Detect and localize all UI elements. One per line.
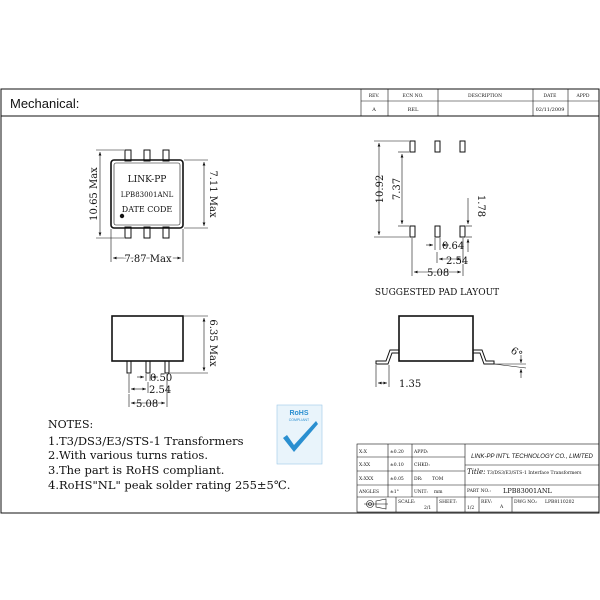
dim-side-height: 6.35 Max — [207, 319, 218, 367]
rev-value: A — [499, 504, 504, 510]
marking-line-1: LINK-PP — [128, 175, 167, 185]
dim-side-pitch: 2.54 — [149, 385, 171, 396]
section-title: Mechanical: — [10, 96, 79, 111]
dim-foot-length: 1.35 — [399, 379, 421, 390]
angles-value: ±1° — [390, 489, 399, 495]
tol-xxx-label: X:XXX — [359, 476, 374, 482]
tol-xx-label: X:XX — [359, 462, 371, 468]
dim-overall-height: 10.65 Max — [89, 167, 100, 221]
end-view: 1.35 6° — [375, 315, 527, 390]
dim-side-lead-width: 0.50 — [150, 373, 172, 384]
rev-label: REV: — [481, 499, 492, 505]
dim-pad-inner: 7.37 — [392, 178, 403, 200]
rohs-badge-line1: RoHS — [289, 410, 308, 417]
dim-width: 7.87 Max — [124, 254, 172, 265]
note-2: 2.With various turns ratios. — [48, 448, 208, 462]
rev-col-rev: REV. — [369, 93, 380, 99]
dim-pad-length: 1.78 — [475, 195, 486, 217]
note-1: 1.T3/DS3/E3/STS-1 Transformers — [48, 434, 244, 448]
side-view: 6.35 Max 0.50 2.54 5.08 — [111, 315, 218, 410]
pad-layout: 10.92 7.37 1.78 0.64 2.54 5.08 SUGGESTED… — [374, 140, 499, 298]
sheet-label: SHEET: — [439, 499, 457, 505]
pad-layout-caption: SUGGESTED PAD LAYOUT — [375, 288, 499, 298]
title-block: X:X ±0.20 X:XX ±0.10 X:XXX ±0.05 ANGLES … — [356, 443, 600, 513]
notes: NOTES: 1.T3/DS3/E3/STS-1 Transformers 2.… — [48, 418, 290, 492]
part-no-label: PART NO.: — [467, 488, 491, 494]
tol-xxx-value: ±0.05 — [390, 476, 404, 482]
dim-pad-span: 5.08 — [427, 268, 449, 279]
marking-line-3: DATE CODE — [122, 205, 173, 214]
chkd-label: CHKD: — [414, 462, 430, 468]
dim-body-height: 7.11 Max — [207, 170, 218, 218]
appd-label: APPD: — [413, 449, 429, 455]
dr-label: DR: — [414, 476, 423, 482]
rohs-badge-line2: COMPLIANT — [289, 418, 310, 422]
note-3: 3.The part is RoHS compliant. — [48, 463, 224, 477]
check-icon — [283, 421, 318, 452]
unit-label: UNIT: — [414, 489, 428, 495]
rev-row-ecn: REL — [408, 107, 419, 113]
pin1-dot — [119, 213, 125, 219]
tol-xx-value: ±0.10 — [390, 462, 404, 468]
revision-table: REV. ECN NO. DESCRIPTION DATE APPD A REL… — [360, 88, 600, 117]
end-view-body — [398, 315, 474, 362]
top-view-body — [110, 159, 184, 229]
dim-pad-outer: 10.92 — [375, 175, 386, 204]
dwg-label: DWG NO.: — [514, 499, 538, 505]
tol-x-label: X:X — [359, 449, 368, 455]
note-4: 4.RoHS"NL" peak solder rating 255±5℃. — [48, 478, 290, 492]
sheet-value: 1/2 — [467, 505, 474, 511]
part-no-value: LPB83001ANL — [503, 487, 553, 495]
rev-col-ecn: ECN NO. — [403, 93, 424, 99]
scale-label: SCALE: — [398, 499, 416, 505]
side-view-body — [111, 315, 184, 362]
dim-pad-pitch: 2.54 — [446, 256, 468, 267]
title-value: T3/DS3/E3/STS-1 Interface Transformers — [487, 470, 582, 476]
notes-title: NOTES: — [48, 418, 93, 431]
rohs-badge: RoHS COMPLIANT — [276, 404, 323, 465]
projection-icon — [364, 498, 388, 510]
rev-col-desc: DESCRIPTION — [468, 93, 502, 99]
drawing-frame — [0, 88, 600, 514]
unit-value: mm — [434, 490, 443, 495]
rev-row-date: 02/11/2009 — [536, 107, 565, 113]
tol-x-value: ±0.20 — [390, 449, 404, 455]
dr-value: TOM — [432, 476, 444, 482]
rev-col-appd: APPD — [576, 93, 590, 99]
top-view: LINK-PP LPB83001ANL DATE CODE 10.65 Max … — [89, 149, 218, 267]
rev-row-rev: A — [371, 107, 376, 113]
company-name: LINK-PP INT'L TECHNOLOGY CO., LIMITED — [471, 454, 593, 460]
dim-pad-width: 0.64 — [442, 241, 464, 252]
dwg-value: LPB8110202 — [545, 499, 575, 505]
dim-side-span: 5.08 — [136, 399, 158, 410]
angles-label: ANGLES — [358, 489, 379, 495]
marking-line-2: LPB83001ANL — [121, 191, 174, 199]
dim-lead-angle: 6° — [508, 345, 524, 361]
rev-col-date: DATE — [544, 93, 557, 99]
title-label: Title: — [467, 468, 485, 476]
scale-value: 2/1 — [424, 505, 431, 511]
